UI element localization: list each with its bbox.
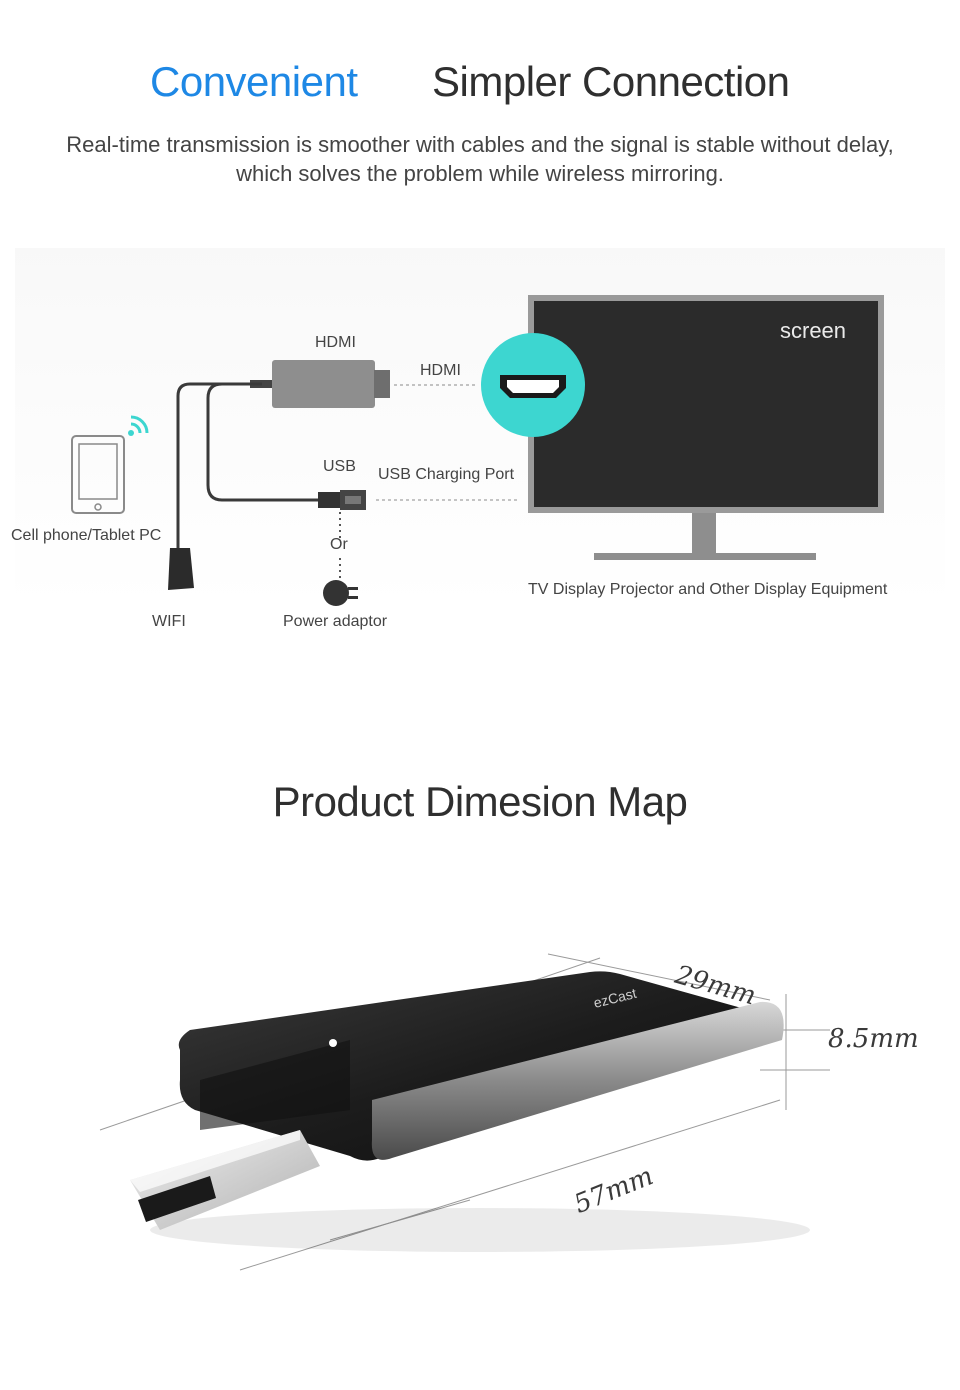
product-illustration: ezCast — [99, 953, 830, 1271]
subtitle-line-2: which solves the problem while wireless … — [236, 161, 724, 186]
wifi-label: WIFI — [152, 613, 186, 630]
power-adaptor-label: Power adaptor — [283, 613, 388, 630]
or-label: Or — [330, 536, 348, 553]
title-convenient: Convenient — [150, 58, 358, 105]
tv-icon — [528, 295, 884, 560]
subtitle-line-1: Real-time transmission is smoother with … — [66, 132, 894, 157]
tv-label: TV Display Projector and Other Display E… — [528, 581, 888, 598]
usb-charging-port-label: USB Charging Port — [378, 466, 515, 483]
phone-icon — [71, 435, 125, 514]
dimension-title: Product Dimesion Map — [272, 778, 688, 825]
height-dimension-label: 8.5mm — [828, 1024, 919, 1054]
screen-label: screen — [780, 318, 847, 343]
usb-plug-icon — [318, 490, 366, 510]
hdmi-plug — [130, 1130, 320, 1230]
hdmi-top-label: HDMI — [315, 334, 356, 351]
power-adaptor-icon — [323, 580, 358, 606]
hdmi-link-label: HDMI — [420, 362, 461, 379]
connection-diagram — [15, 248, 945, 608]
usb-label: USB — [323, 458, 356, 475]
title-simpler-connection: Simpler Connection — [432, 58, 790, 105]
wifi-dongle-icon — [168, 548, 194, 590]
hdmi-port-icon — [481, 333, 585, 437]
dongle-body: ezCast — [178, 971, 784, 1161]
phone-label: Cell phone/Tablet PC — [11, 527, 162, 544]
wifi-signal-icon — [128, 415, 149, 436]
